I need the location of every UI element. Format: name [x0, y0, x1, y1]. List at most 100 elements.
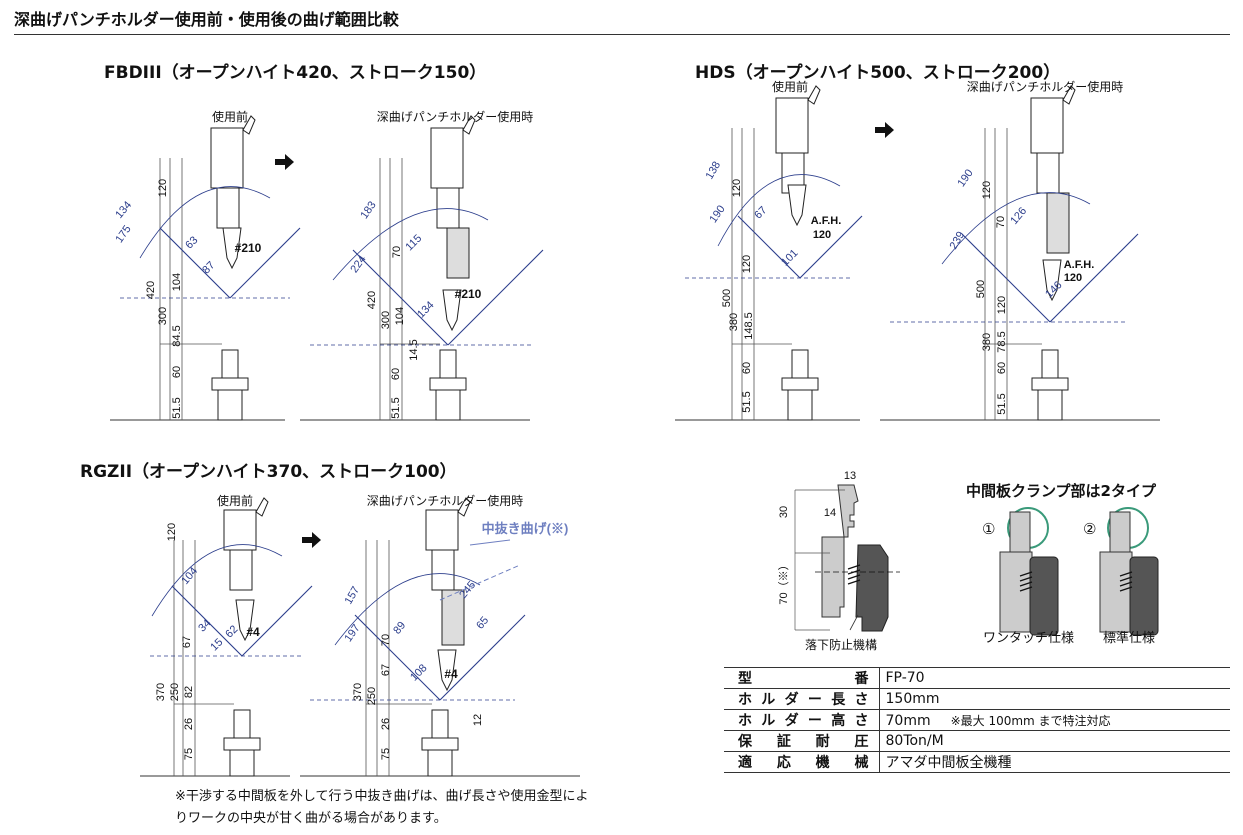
dimension-label: 60 — [390, 368, 402, 380]
punch — [222, 227, 242, 270]
workpiece-line — [737, 215, 801, 279]
die-holder — [781, 377, 819, 391]
center-bend-callout: 中抜き曲げ(※) — [482, 521, 569, 536]
holder-clamp — [216, 187, 240, 229]
bend-range-arc — [332, 208, 489, 281]
holder-clamp — [229, 549, 253, 591]
dimension-label: 12 — [472, 714, 484, 726]
dimension-label: 224 — [348, 253, 368, 275]
holder-detail-clamp — [855, 544, 889, 632]
dimension-label: 370 — [155, 683, 167, 701]
dimension-label: 60 — [741, 362, 753, 374]
dimension-label: 370 — [352, 683, 364, 701]
holder-clamp — [1036, 152, 1060, 194]
arrow-right-icon — [302, 532, 321, 548]
workpiece-line — [1049, 233, 1139, 323]
spring-icon — [847, 579, 861, 585]
fall-prevention-label: 落下防止機構 — [805, 638, 878, 652]
spring-icon — [1119, 581, 1133, 587]
dimension-label: 60 — [171, 366, 183, 378]
dimension-label: 134 — [415, 299, 436, 320]
spec-value: 70mm — [885, 712, 931, 729]
die — [439, 349, 457, 379]
dimension-label: 250 — [366, 687, 378, 705]
dimension-label: 500 — [721, 289, 733, 307]
dimension-label: 126 — [1008, 205, 1029, 227]
spec-value: 150mm — [879, 688, 1230, 710]
spec-value: 80Ton/M — [879, 730, 1230, 752]
workpiece-line — [447, 249, 544, 346]
spec-key: ホルダー長さ — [724, 688, 880, 710]
dimension-label: 190 — [955, 167, 975, 189]
punch-extension — [441, 589, 465, 646]
clamp-plate — [1029, 556, 1059, 636]
clamp-tang — [1109, 511, 1131, 558]
spec-value: アマダ中間板全機種 — [879, 751, 1230, 773]
workpiece-line — [961, 233, 1051, 323]
dimension-label: 89 — [391, 620, 408, 637]
punch-holder — [1030, 97, 1064, 154]
arrow-right-icon — [275, 154, 294, 170]
spec-key: 保証耐圧 — [724, 730, 880, 752]
dimension-label: 78.5 — [996, 331, 1008, 352]
dimension-label: 380 — [728, 313, 740, 331]
bend-range-arc — [717, 174, 841, 247]
panel-caption: 深曲げパンチホルダー使用時 — [367, 493, 524, 508]
spec-value: FP-70 — [879, 667, 1230, 689]
page-title: 深曲げパンチホルダー使用前・使用後の曲げ範囲比較 — [14, 10, 399, 29]
bend-range-arc — [139, 186, 271, 259]
dimension-label: 134 — [113, 199, 134, 221]
dimension-label: 15 — [208, 636, 225, 653]
dimension-label: 380 — [981, 333, 993, 351]
dimension-label: 420 — [145, 281, 157, 299]
panel-caption: 使用前 — [217, 493, 253, 508]
spring-icon — [847, 564, 861, 570]
punch-holder — [775, 97, 809, 154]
dimension-label: 120 — [1064, 272, 1082, 284]
dimension-label: 250 — [169, 683, 181, 701]
spec-key: 型番 — [724, 667, 880, 689]
dimension-label: 75 — [183, 748, 195, 760]
dimension-label: 87 — [200, 259, 217, 276]
dimension-label: 70（※） — [777, 559, 790, 604]
dimension-label: 101 — [779, 247, 800, 268]
workpiece-line — [241, 585, 313, 657]
clamp-body — [1099, 551, 1133, 633]
punch-holder — [430, 127, 464, 189]
punch — [787, 184, 807, 227]
dimension-label: 420 — [366, 291, 378, 309]
workpiece-line — [229, 227, 301, 299]
dimension-label: 51.5 — [996, 393, 1008, 414]
leader-line — [849, 614, 859, 631]
dimension-label: 62 — [223, 623, 240, 640]
panel-caption: 使用前 — [772, 79, 808, 94]
lower-bed — [787, 389, 813, 421]
punch — [442, 289, 462, 332]
dimension-label: A.F.H. — [811, 215, 842, 227]
spring-icon — [1019, 571, 1033, 577]
dimension-label: 104 — [394, 307, 406, 325]
punch-holder — [425, 509, 459, 551]
dimension-label: 500 — [975, 280, 987, 298]
dimension-label: 26 — [183, 718, 195, 730]
clamp-types-title: 中間板クランプ部は2タイプ — [966, 482, 1156, 500]
dimension-label: 70 — [380, 634, 392, 646]
dimension-label: 120 — [157, 179, 169, 197]
punch — [235, 599, 255, 642]
clamp-type-2-number: ② — [1083, 520, 1097, 538]
dimension-label: 67 — [181, 636, 193, 648]
spring-icon — [1019, 586, 1033, 592]
dimension-label: 84.5 — [171, 325, 183, 346]
panel-caption: 深曲げパンチホルダー使用時 — [967, 79, 1124, 94]
spec-key: 適応機械 — [724, 751, 880, 773]
lower-bed — [435, 389, 461, 421]
clamp-lever — [242, 115, 256, 135]
dimension-label: 115 — [403, 232, 424, 253]
die-holder — [429, 377, 467, 391]
dimension-label: 63 — [183, 234, 200, 251]
dimension-label: 51.5 — [171, 397, 183, 418]
punch-holder — [210, 127, 244, 189]
workpiece-line — [159, 227, 231, 299]
punch-extension — [446, 227, 470, 279]
